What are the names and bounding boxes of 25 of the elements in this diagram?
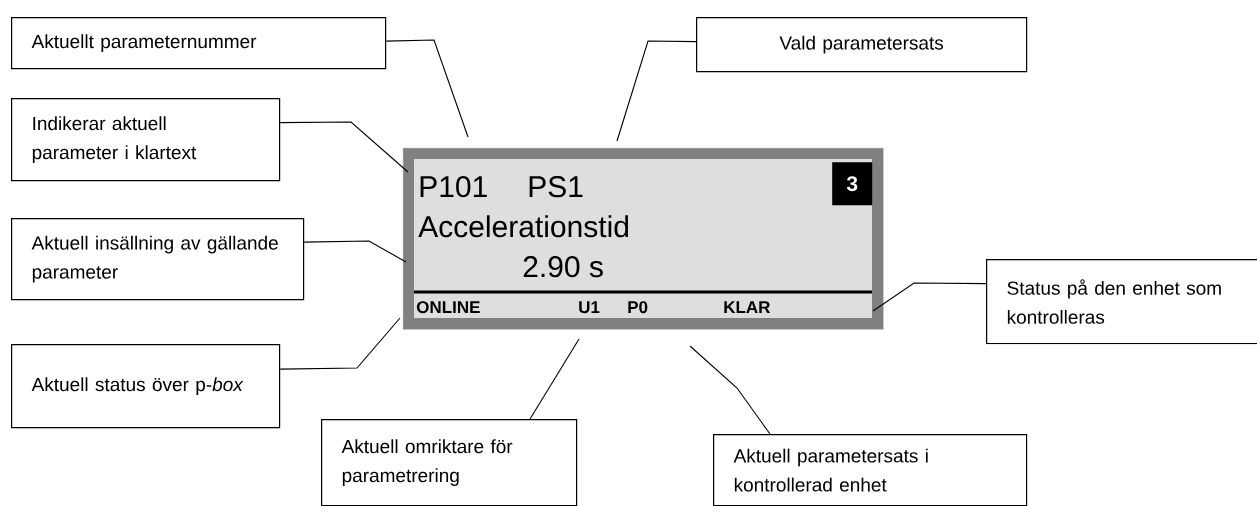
display-text: P0 (628, 301, 648, 314)
display-text: ONLINE (416, 301, 480, 314)
display-text: 2.90 s (523, 256, 603, 278)
leader-line (872, 282, 987, 312)
callout-box: Aktuell status över p-box (11, 344, 281, 429)
leader-line (279, 121, 409, 173)
display-text: KLAR (724, 301, 771, 313)
leader-line (529, 338, 580, 420)
callout-box: Aktuell parametersats i kontrollerad enhet (713, 434, 1028, 506)
display-text: U1 (579, 301, 600, 314)
callout-box: Indikerar aktuell parameter i klartext (11, 98, 281, 182)
display-text: P101 (420, 176, 487, 198)
leader-line (279, 317, 401, 370)
leader-line (303, 240, 407, 263)
leader-line (616, 40, 697, 142)
callout-box: Aktuellt parameternummer (11, 17, 387, 70)
callout-box: Status på den enhet som kontrolleras (986, 259, 1257, 345)
callout-box: Vald parametersats (696, 17, 1028, 73)
callout-box: Aktuell omriktare för parametrering (321, 419, 578, 506)
callout-box: Aktuell insällning av gällande parameter (11, 218, 305, 301)
leader-line (385, 39, 469, 138)
leader-line (689, 345, 771, 435)
display-text: Accelerationstid (418, 215, 629, 238)
display-text: PS1 (529, 176, 583, 198)
number-badge: 3 (832, 162, 873, 206)
